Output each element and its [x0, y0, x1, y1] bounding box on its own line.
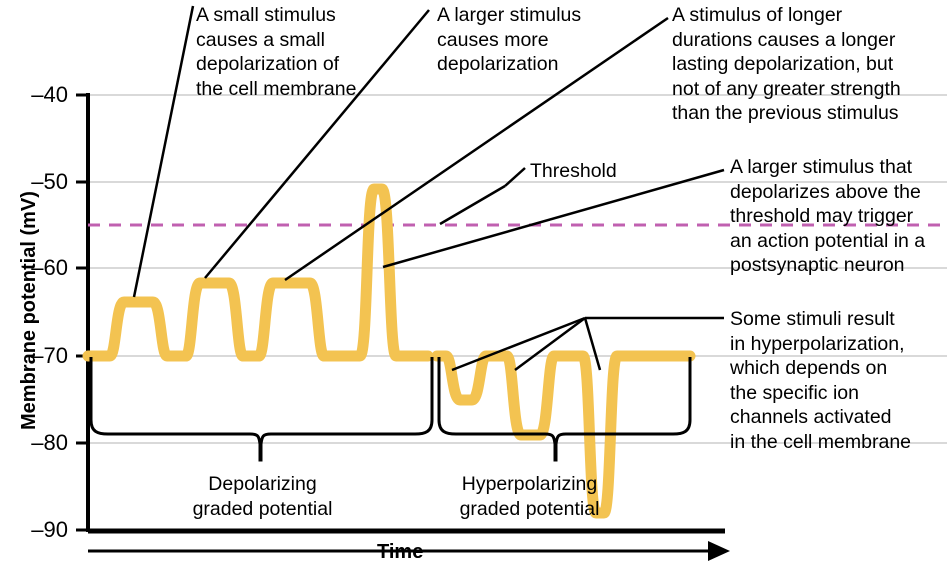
leader-threshold-2	[440, 186, 505, 224]
brace-label-hyperpolarizing: Hyperpolarizing graded potential	[432, 472, 627, 521]
leader-threshold	[505, 168, 525, 186]
annotation-larger-stimulus: A larger stimulus causes more depolariza…	[437, 3, 652, 77]
leader-small-stimulus	[134, 6, 193, 297]
y-tick-label-minus90: –90	[8, 517, 68, 543]
brace-depolarizing	[91, 357, 432, 460]
annotation-above-threshold: A larger stimulus that depolarizes above…	[730, 155, 945, 278]
y-tick-label-minus80: –80	[8, 430, 68, 456]
leader-hyper-1	[452, 318, 585, 370]
threshold-label: Threshold	[530, 160, 617, 183]
leader-above-threshold	[383, 170, 724, 267]
y-axis	[76, 93, 88, 532]
y-axis-title: Membrane potential (mV)	[18, 191, 41, 430]
annotation-small-stimulus: A small stimulus causes a small depolari…	[196, 3, 406, 101]
annotation-longer-duration: A stimulus of longer durations causes a …	[672, 3, 942, 126]
x-axis-title: Time	[377, 541, 423, 564]
y-tick-label-minus40: –40	[8, 82, 68, 108]
annotation-hyperpolarization: Some stimuli result in hyperpolarization…	[730, 307, 945, 455]
brace-label-depolarizing: Depolarizing graded potential	[170, 472, 355, 521]
